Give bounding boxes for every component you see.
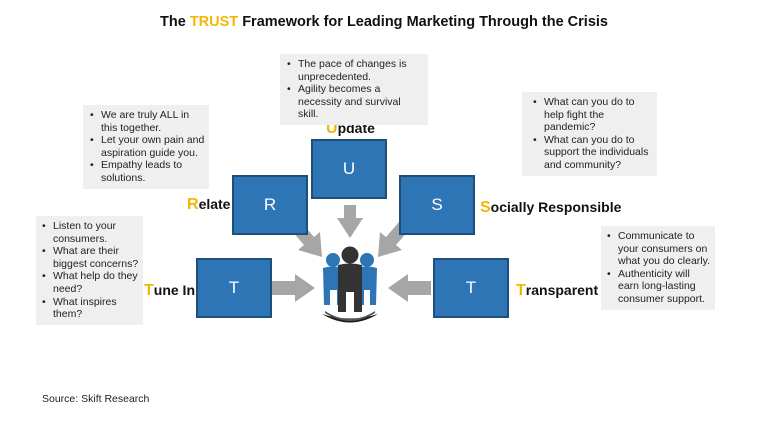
note-socially-responsible: What can you do to help fight the pandem… — [522, 92, 657, 176]
note-item: What help do they need? — [39, 270, 140, 295]
note-item: Agility becomes a necessity and survival… — [284, 83, 424, 121]
note-item: What inspires them? — [39, 296, 140, 321]
arrow-down-u — [337, 205, 363, 238]
page-title: The TRUST Framework for Leading Marketin… — [160, 14, 608, 30]
tile-s: S — [399, 175, 475, 235]
note-item: Let your own pain and aspiration guide y… — [87, 134, 206, 159]
note-item: Listen to your consumers. — [39, 220, 140, 245]
tile-t-left: T — [196, 258, 272, 318]
tile-t-right: T — [433, 258, 509, 318]
note-tune-in: Listen to your consumers. What are their… — [36, 216, 143, 325]
note-item: What can you do to support the individua… — [530, 134, 653, 172]
label-relate: Relate — [187, 196, 231, 213]
note-item: We are truly ALL in this together. — [87, 109, 206, 134]
people-group-icon — [322, 246, 378, 323]
note-item: What can you do to help fight the pandem… — [530, 96, 653, 134]
note-item: The pace of changes is unprecedented. — [284, 58, 424, 83]
arrow-left-t — [388, 274, 431, 302]
label-tune-in: Tune In — [144, 282, 196, 299]
note-transparent: Communicate to your consumers on what yo… — [601, 226, 715, 310]
note-item: Communicate to your consumers on what yo… — [604, 230, 712, 268]
tile-r: R — [232, 175, 308, 235]
tile-u: U — [311, 139, 387, 199]
note-relate: We are truly ALL in this together. Let y… — [83, 105, 209, 189]
note-update: The pace of changes is unprecedented. Ag… — [280, 54, 428, 125]
label-transparent: Transparent — [516, 282, 599, 299]
source-caption: Source: Skift Research — [42, 393, 150, 405]
note-item: What are their biggest concerns? — [39, 245, 140, 270]
label-socially-responsible: Socially Responsible — [480, 199, 622, 216]
note-item: Empathy leads to solutions. — [87, 159, 206, 184]
note-item: Authenticity will earn long-lasting cons… — [604, 268, 712, 306]
arrow-right-t — [272, 274, 315, 302]
